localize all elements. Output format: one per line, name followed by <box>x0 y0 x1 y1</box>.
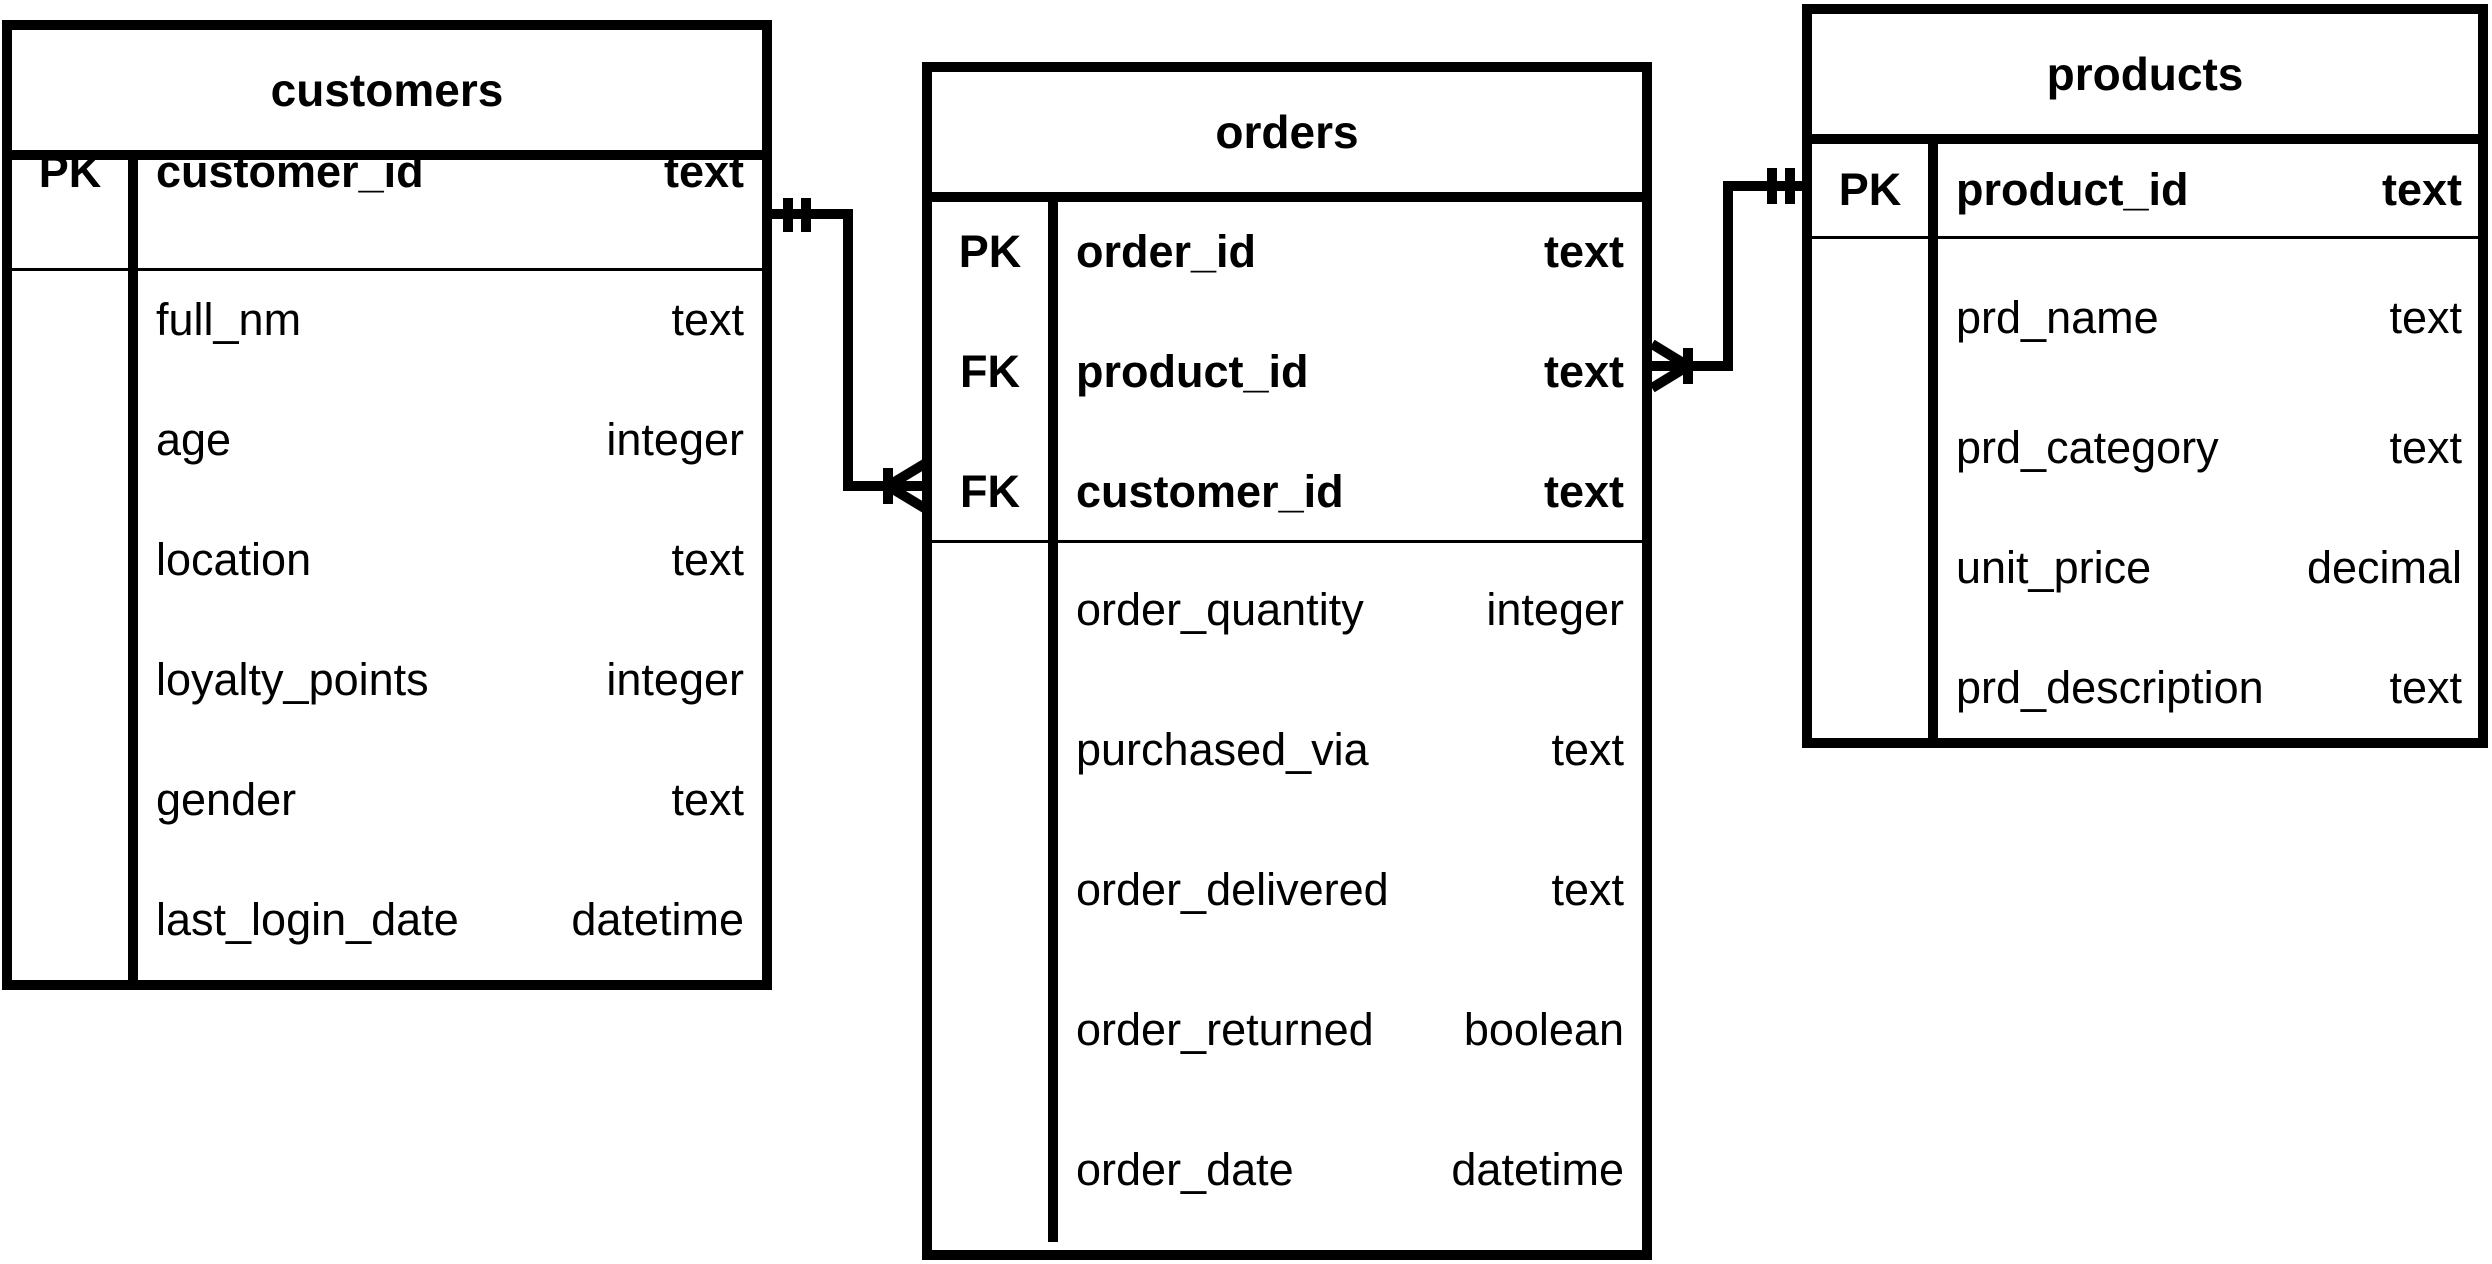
field-row[interactable]: location text <box>12 530 762 590</box>
field-row[interactable]: prd_description text <box>1812 658 2478 718</box>
table-title: customers <box>12 30 762 160</box>
key-column-divider <box>932 192 1058 1242</box>
field-name: customer_id <box>1076 466 1344 517</box>
field-name: prd_category <box>1956 422 2219 473</box>
field-row[interactable]: age integer <box>12 410 762 470</box>
field-name: order_id <box>1076 226 1257 277</box>
field-name: loyalty_points <box>156 654 429 705</box>
crowfoot-mark <box>1649 361 1691 393</box>
crowfoot-mark <box>885 458 929 491</box>
field-name: gender <box>156 774 297 825</box>
key-section-separator <box>932 540 1642 543</box>
field-type: text <box>671 534 744 585</box>
key-column-divider <box>1812 134 1938 738</box>
field-name: product_id <box>1956 164 2189 215</box>
field-row[interactable]: order_quantity integer <box>932 580 1642 640</box>
field-row[interactable]: order_returned boolean <box>932 1000 1642 1060</box>
key-badge: PK <box>38 146 102 197</box>
key-field-row[interactable]: FK product_id text <box>932 342 1642 402</box>
key-badge: PK <box>1838 164 1902 215</box>
key-badge: FK <box>960 346 1020 397</box>
field-name: age <box>156 414 232 465</box>
key-section-separator <box>1812 236 2478 239</box>
key-field-row[interactable]: PK order_id text <box>932 222 1642 282</box>
field-type: text <box>1551 864 1624 915</box>
field-type: text <box>2389 422 2462 473</box>
table-title: products <box>1812 14 2478 144</box>
field-name: order_quantity <box>1076 584 1364 635</box>
field-name: last_login_date <box>156 894 459 945</box>
field-name: order_returned <box>1076 1004 1374 1055</box>
field-row[interactable]: loyalty_points integer <box>12 650 762 710</box>
field-type: text <box>671 294 744 345</box>
field-type: decimal <box>2306 542 2462 593</box>
field-name: order_date <box>1076 1144 1294 1195</box>
field-type: text <box>2389 292 2462 343</box>
key-badge: FK <box>960 466 1020 517</box>
field-name: unit_price <box>1956 542 2152 593</box>
field-type: integer <box>606 414 744 465</box>
table-title: orders <box>932 72 1642 202</box>
field-row[interactable]: unit_price decimal <box>1812 538 2478 598</box>
key-field-row[interactable]: FK customer_id text <box>932 462 1642 522</box>
key-field-row[interactable]: PK customer_id text <box>12 142 762 202</box>
field-type: text <box>1551 724 1624 775</box>
field-name: product_id <box>1076 346 1309 397</box>
field-type: text <box>1543 226 1624 277</box>
crowfoot-mark <box>1649 339 1691 371</box>
key-field-row[interactable]: PK product_id text <box>1812 160 2478 220</box>
field-row[interactable]: full_nm text <box>12 290 762 350</box>
crowfoot-mark <box>885 481 929 514</box>
key-column-divider <box>12 150 138 980</box>
field-row[interactable]: order_delivered text <box>932 860 1642 920</box>
relationship-products-orders <box>1652 181 1806 371</box>
field-type: datetime <box>1451 1144 1624 1195</box>
field-name: location <box>156 534 312 585</box>
field-type: text <box>663 146 744 197</box>
relationship-customers-orders <box>772 209 926 491</box>
field-name: order_delivered <box>1076 864 1389 915</box>
field-type: integer <box>606 654 744 705</box>
field-name: prd_name <box>1956 292 2159 343</box>
key-badge: PK <box>958 226 1022 277</box>
field-row[interactable]: prd_category text <box>1812 418 2478 478</box>
field-name: prd_description <box>1956 662 2264 713</box>
field-type: integer <box>1486 584 1624 635</box>
field-row[interactable]: purchased_via text <box>932 720 1642 780</box>
field-row[interactable]: order_date datetime <box>932 1140 1642 1200</box>
field-name: full_nm <box>156 294 302 345</box>
field-row[interactable]: last_login_date datetime <box>12 890 762 950</box>
key-section-separator <box>12 268 762 271</box>
field-name: customer_id <box>156 146 424 197</box>
field-type: boolean <box>1463 1004 1624 1055</box>
field-type: datetime <box>571 894 744 945</box>
field-type: text <box>671 774 744 825</box>
field-type: text <box>1543 346 1624 397</box>
field-type: text <box>2381 164 2462 215</box>
field-type: text <box>1543 466 1624 517</box>
field-type: text <box>2389 662 2462 713</box>
field-row[interactable]: gender text <box>12 770 762 830</box>
field-row[interactable]: prd_name text <box>1812 288 2478 348</box>
field-name: purchased_via <box>1076 724 1369 775</box>
